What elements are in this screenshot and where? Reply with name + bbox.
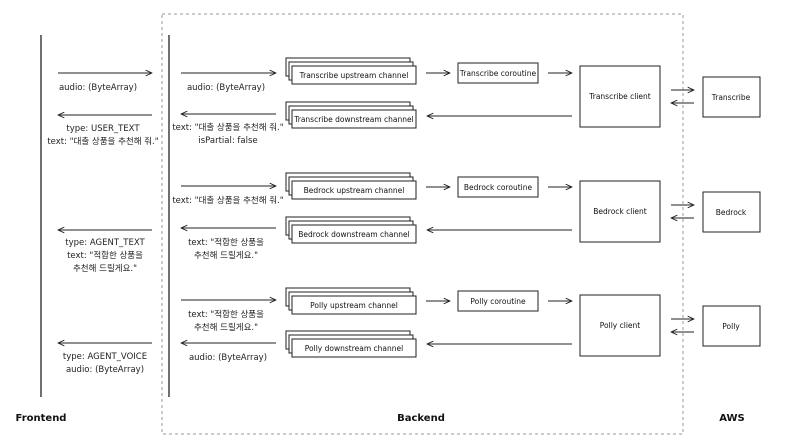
be-bedrock-text-in: text: "대출 상품을 추천해 줘." <box>172 195 283 206</box>
aws-title: AWS <box>719 413 745 424</box>
bedrock-coroutine: Bedrock coroutine <box>457 176 539 198</box>
fe-user-text-type: type: USER_TEXT <box>66 124 140 134</box>
be-polly-audio-out: audio: (ByteArray) <box>189 353 267 363</box>
fe-agent-text-text1: text: "적합한 상품을 <box>67 250 143 261</box>
be-audio-label: audio: (ByteArray) <box>187 83 265 93</box>
be-transcribe-text: text: "대출 상품을 추천해 줘." <box>172 122 283 133</box>
fe-agent-voice-type: type: AGENT_VOICE <box>63 352 147 362</box>
svg-text:Transcribe coroutine: Transcribe coroutine <box>459 69 537 78</box>
fe-audio-label: audio: (ByteArray) <box>59 83 137 93</box>
svg-text:Polly downstream channel: Polly downstream channel <box>305 344 403 353</box>
svg-text:Bedrock client: Bedrock client <box>593 207 647 216</box>
svg-text:Bedrock coroutine: Bedrock coroutine <box>464 183 533 192</box>
backend-title: Backend <box>397 413 445 424</box>
aws-bedrock-service: Bedrock <box>702 191 761 233</box>
svg-text:Bedrock upstream channel: Bedrock upstream channel <box>304 186 405 195</box>
svg-text:Transcribe client: Transcribe client <box>588 92 651 101</box>
be-polly-text-in1: text: "적합한 상품을 <box>188 309 264 320</box>
svg-text:Polly client: Polly client <box>600 321 640 330</box>
backend-region <box>161 13 684 435</box>
fe-agent-voice-audio: audio: (ByteArray) <box>66 365 144 375</box>
fe-agent-text-text2: 추천해 드릴게요." <box>73 263 137 274</box>
svg-text:Bedrock downstream channel: Bedrock downstream channel <box>298 230 409 239</box>
polly-downstream-channel: Polly downstream channel <box>285 330 417 358</box>
bedrock-downstream-channel: Bedrock downstream channel <box>285 216 417 244</box>
be-transcribe-partial: isPartial: false <box>198 136 257 146</box>
svg-text:Transcribe upstream channel: Transcribe upstream channel <box>299 71 409 80</box>
svg-text:Polly coroutine: Polly coroutine <box>470 297 526 306</box>
transcribe-coroutine: Transcribe coroutine <box>457 62 539 84</box>
aws-polly-service: Polly <box>702 305 761 347</box>
frontend-title: Frontend <box>16 413 67 424</box>
svg-text:Transcribe: Transcribe <box>711 93 751 102</box>
svg-text:Polly: Polly <box>722 322 740 331</box>
bedrock-client: Bedrock client <box>579 180 661 243</box>
svg-text:Bedrock: Bedrock <box>716 208 747 217</box>
bedrock-upstream-channel: Bedrock upstream channel <box>285 172 417 200</box>
be-bedrock-text-out2: 추천해 드릴게요." <box>194 250 258 261</box>
be-polly-text-in2: 추천해 드릴게요." <box>194 322 258 333</box>
transcribe-upstream-channel: Transcribe upstream channel <box>285 57 417 85</box>
transcribe-client: Transcribe client <box>579 65 661 128</box>
svg-text:Transcribe downstream channel: Transcribe downstream channel <box>293 115 413 124</box>
polly-coroutine: Polly coroutine <box>457 290 539 312</box>
svg-text:Polly upstream channel: Polly upstream channel <box>310 301 398 310</box>
aws-transcribe-service: Transcribe <box>702 76 761 118</box>
fe-agent-text-type: type: AGENT_TEXT <box>65 238 145 248</box>
polly-client: Polly client <box>579 294 661 357</box>
fe-user-text-text: text: "대출 상품을 추천해 줘." <box>47 136 158 147</box>
be-bedrock-text-out1: text: "적합한 상품을 <box>188 237 264 248</box>
transcribe-downstream-channel: Transcribe downstream channel <box>285 101 417 129</box>
polly-upstream-channel: Polly upstream channel <box>285 287 417 315</box>
